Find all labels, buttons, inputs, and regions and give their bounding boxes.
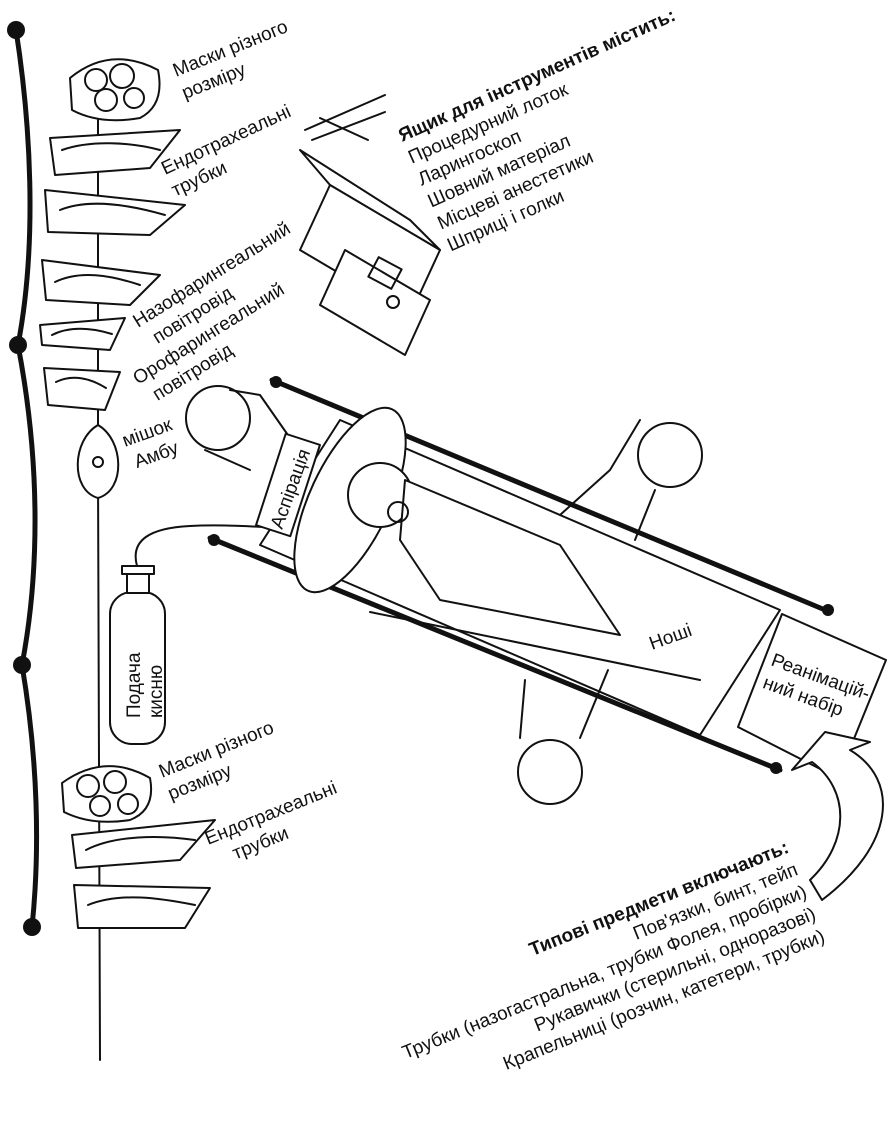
ambu-bag-icon [78, 425, 119, 498]
et-tubes-top-icon [45, 130, 185, 235]
masks-bottom-label: Маски різного розміру [156, 716, 291, 805]
masks-pack-bottom-icon [62, 766, 151, 822]
masks-top-label: Маски різного розміру [170, 15, 305, 104]
et-tubes-bottom-icon [72, 820, 215, 928]
typical-items-block: Типові предмети включають: Пов'язки, бин… [381, 837, 827, 1108]
curved-arrow-icon [792, 732, 883, 900]
et-tubes-top-label: Ендотрахеальні трубки [158, 99, 309, 201]
patient-figure [271, 392, 620, 635]
et-tubes-bottom-label: Ендотрахеальні трубки [202, 776, 354, 872]
medic-top-left-figure [186, 386, 290, 470]
ambu-bag-label: мішок Амбу [120, 413, 189, 475]
toolbox-title: Ящик для інструментів містить: [395, 5, 678, 147]
masks-pack-top-icon [70, 59, 160, 120]
toolbox-contents-block: Ящик для інструментів містить: Процедурн… [395, 5, 727, 256]
oropharyngeal-airway-icon [40, 318, 125, 410]
medic-top-right-figure [560, 420, 702, 540]
nasopharyngeal-airway-icon [42, 260, 160, 305]
